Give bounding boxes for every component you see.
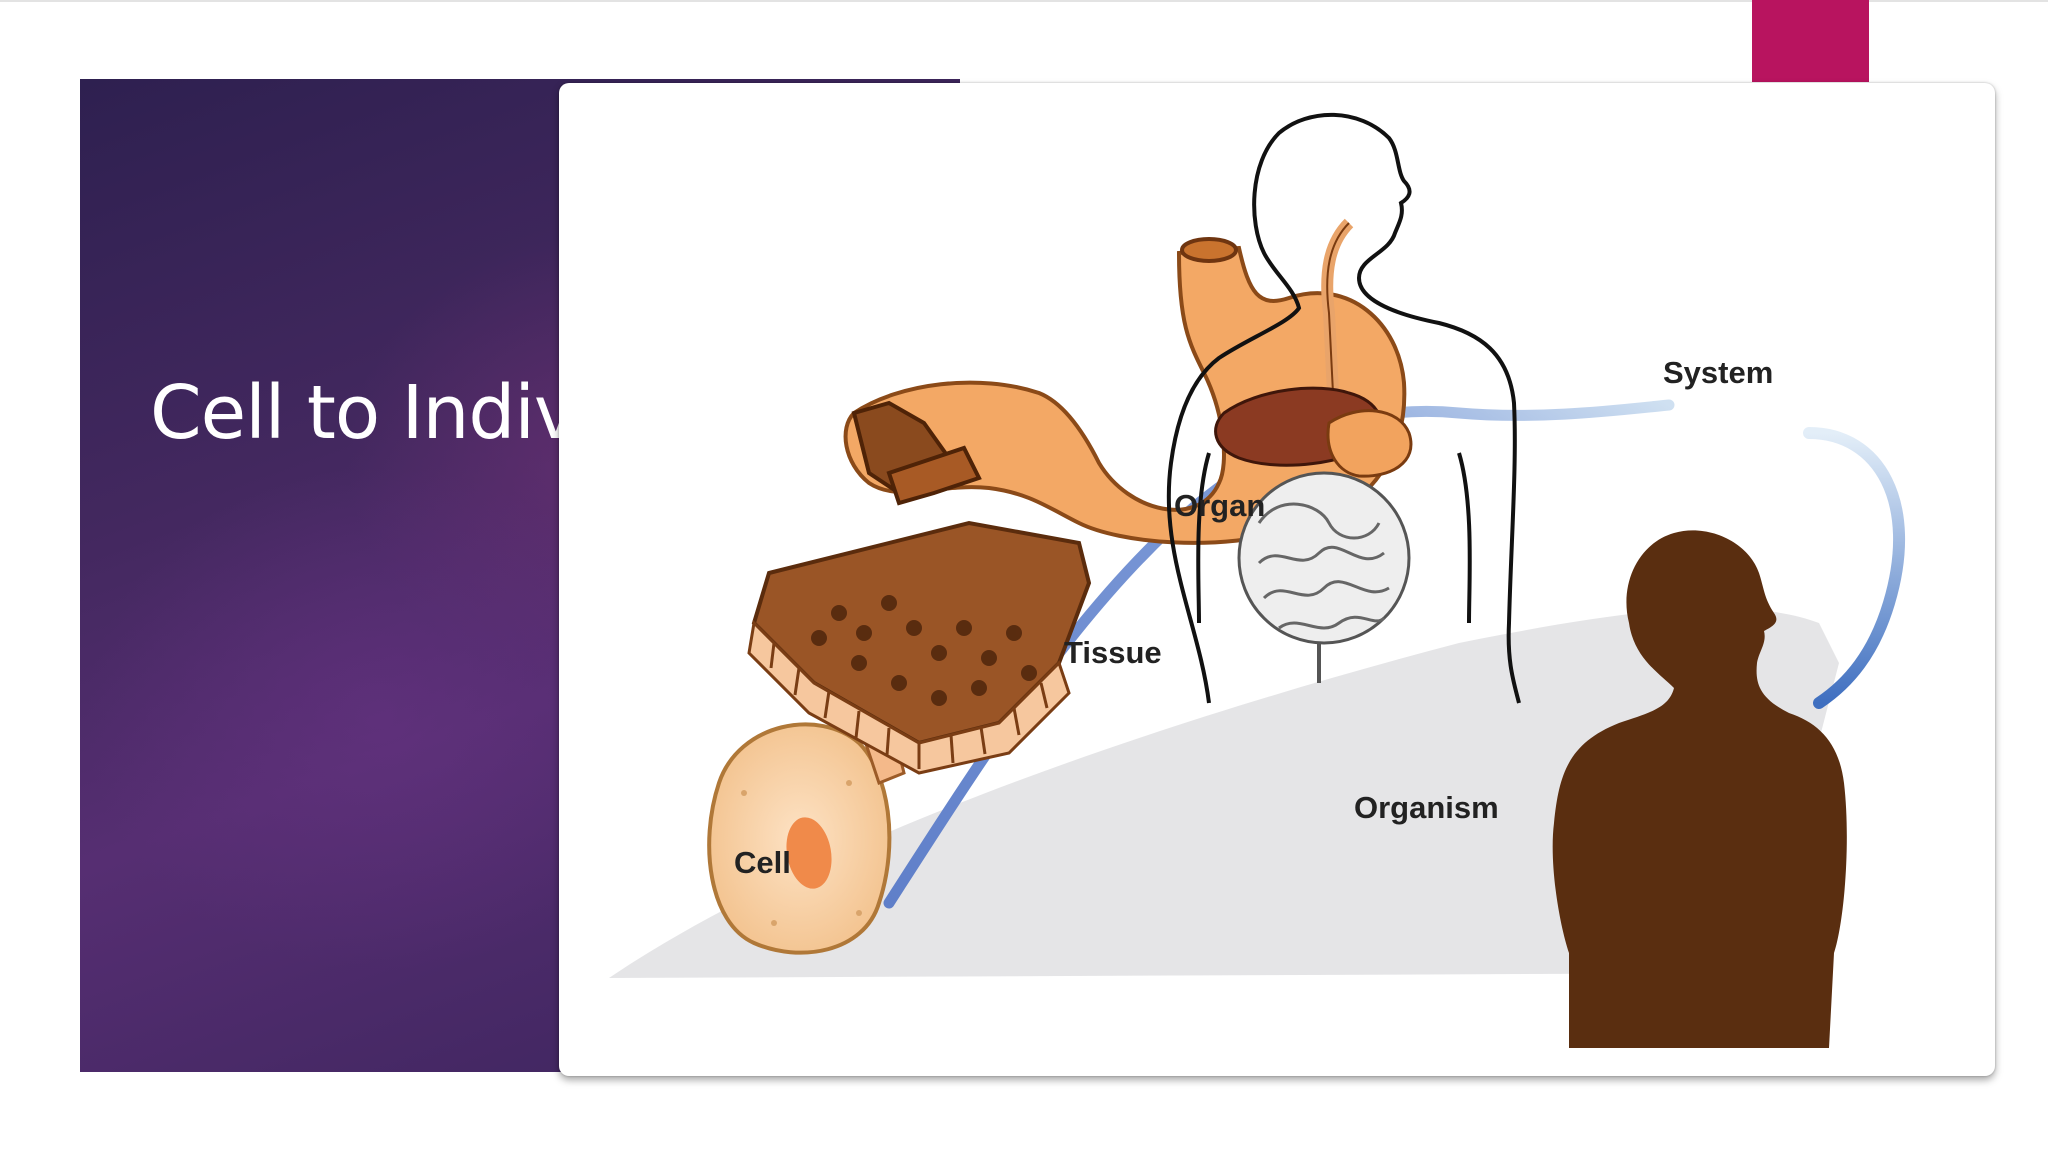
top-divider <box>0 0 2048 2</box>
return-arrow <box>1803 427 1905 709</box>
accent-tab <box>1752 0 1869 82</box>
label-cell: Cell <box>734 845 791 880</box>
levels-of-organization-diagram: Cell Tissue Organ System Organism <box>609 112 1905 1048</box>
organism-illustration <box>1552 530 1847 1048</box>
label-system: System <box>1663 355 1773 390</box>
organ-stomach-illustration <box>843 237 1407 545</box>
label-organ: Organ <box>1174 488 1265 523</box>
ground-shape <box>609 608 1839 978</box>
slide-title: Cell to Indivi <box>150 370 597 456</box>
diagram-picture[interactable]: Cell Tissue Organ System Organism <box>559 83 1995 1076</box>
tissue-illustration <box>747 520 1092 775</box>
system-illustration <box>1166 112 1521 704</box>
label-organism: Organism <box>1354 790 1499 825</box>
label-tissue: Tissue <box>1064 635 1162 670</box>
cell-illustration <box>707 722 892 955</box>
